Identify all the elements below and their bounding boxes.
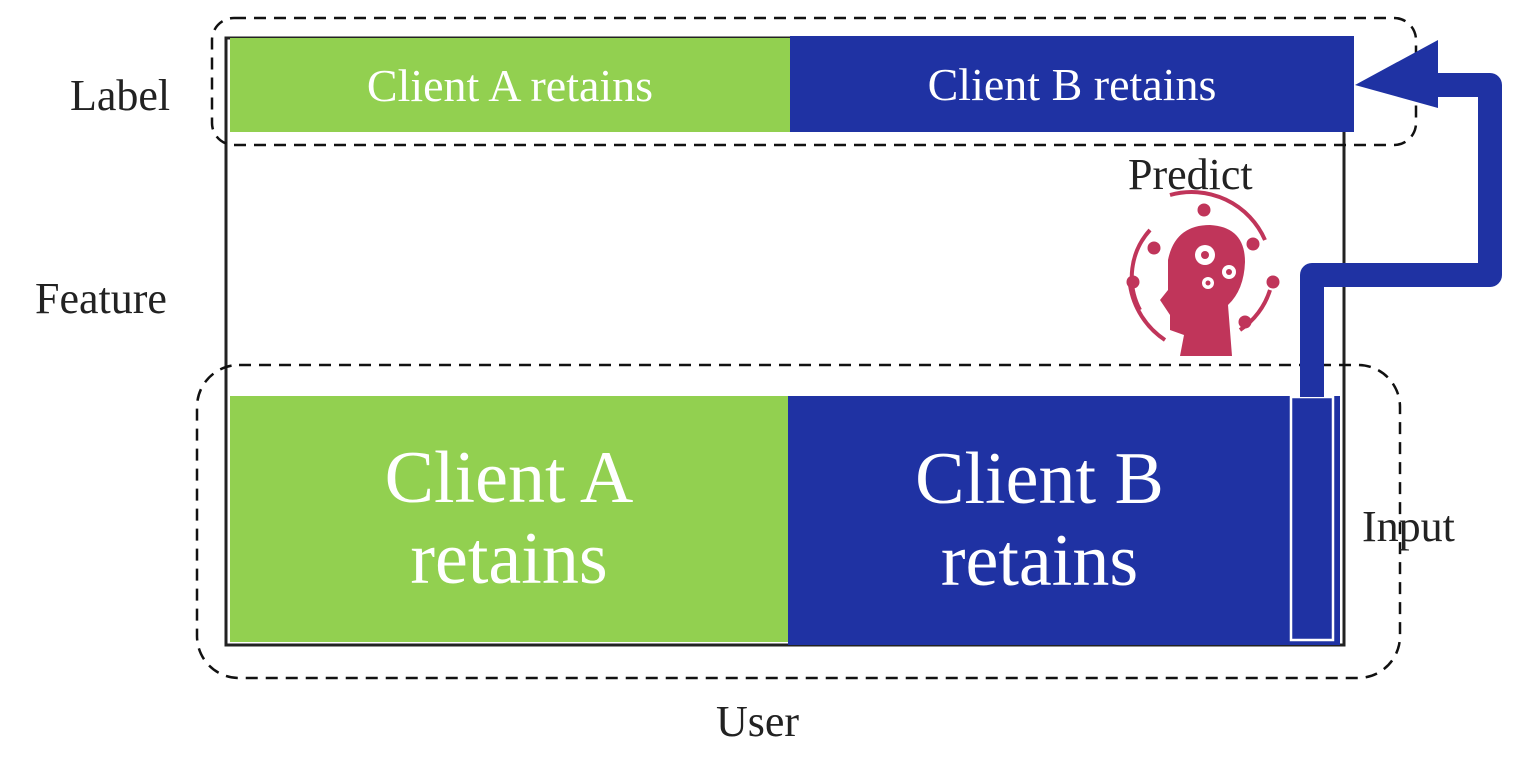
input-label: Input <box>1362 502 1455 551</box>
label-row-client-a <box>230 38 790 132</box>
user-block-client-b <box>788 396 1340 645</box>
predict-arrow <box>1300 73 1502 397</box>
user-client-b-line1: Client B <box>915 438 1164 521</box>
input-sample-column <box>1289 395 1335 642</box>
user-client-a-line2: retains <box>410 518 608 600</box>
user-axis-label: User <box>716 697 800 746</box>
arrow-head <box>1355 40 1438 108</box>
user-client-b-text: Client B retains <box>788 396 1291 645</box>
label-axis-label: Label <box>70 71 171 120</box>
label-row-client-b <box>790 36 1354 132</box>
ai-head-gears-icon <box>1126 190 1280 356</box>
feature-axis-label: Feature <box>35 274 167 323</box>
label-dashed-group <box>210 16 1418 147</box>
user-client-a-line1: Client A <box>384 436 634 519</box>
label-client-b-text: Client B retains <box>927 58 1217 110</box>
predict-label: Predict <box>1128 150 1253 199</box>
user-client-a-text: Client A retains <box>230 396 788 642</box>
user-block-client-a <box>230 396 788 642</box>
label-client-a-text: Client A retains <box>366 59 654 111</box>
user-client-b-line2: retains <box>940 519 1139 602</box>
